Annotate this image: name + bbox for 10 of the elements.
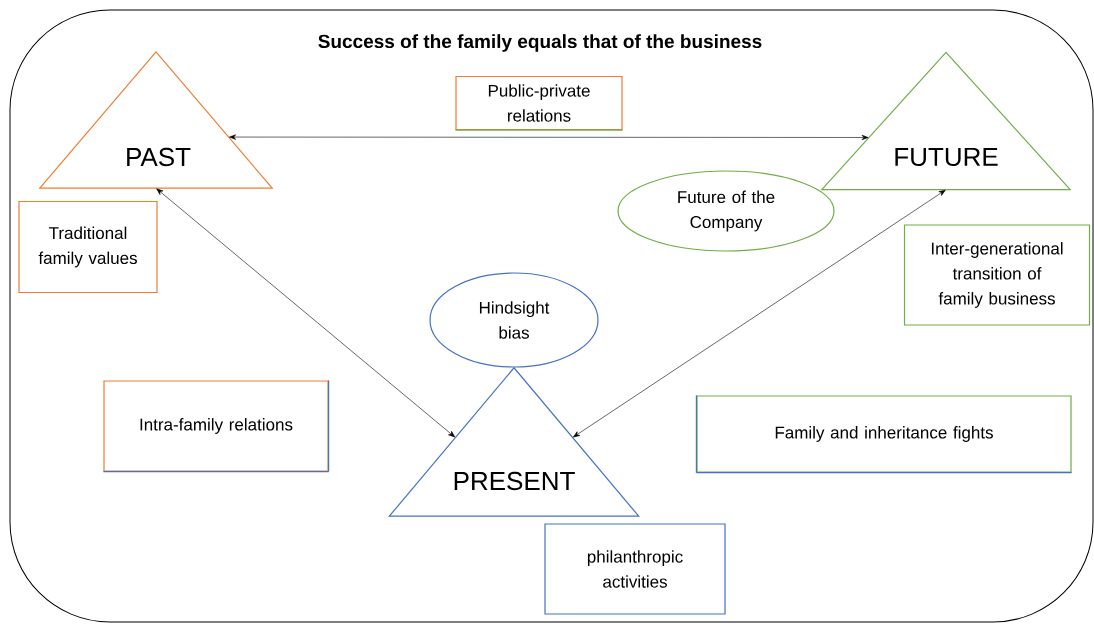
text-box: Public-private relations [454, 75, 624, 131]
text-box: Intra-family relations [102, 379, 330, 473]
text-box: Traditional family values [18, 200, 158, 294]
arrow [573, 189, 946, 438]
text-box: Family and inheritance fights [695, 394, 1073, 474]
triangle: PRESENT [388, 366, 640, 517]
text-box: Inter-generational transition of family business [903, 224, 1091, 326]
text-box: philanthropic activities [544, 523, 726, 615]
arrow [229, 134, 869, 141]
arrow [156, 188, 456, 438]
